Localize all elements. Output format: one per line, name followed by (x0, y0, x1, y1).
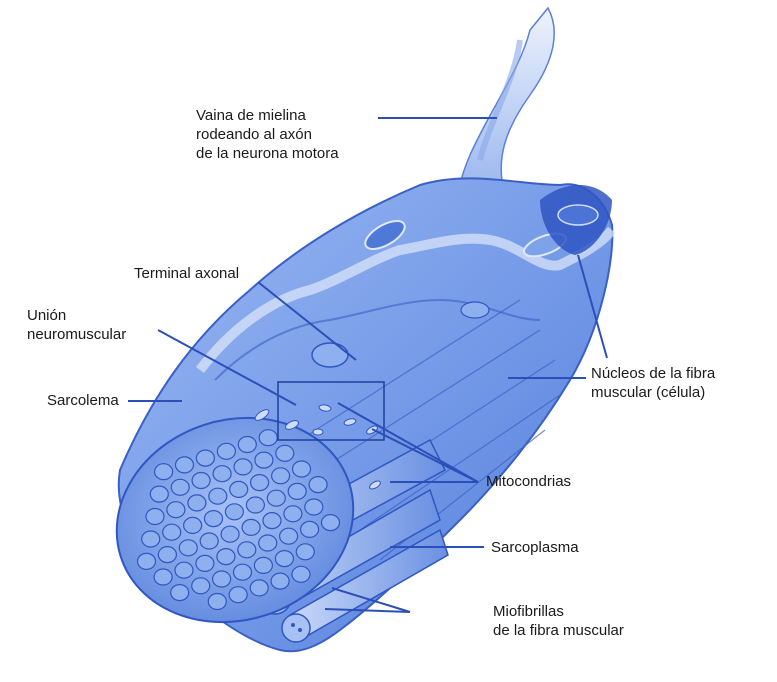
label-sarcolema: Sarcolema (47, 391, 119, 410)
myofibril-section (200, 533, 218, 549)
label-line: Núcleos de la fibra (591, 364, 715, 383)
myofibril-section (230, 481, 248, 497)
myofibril-section (280, 528, 298, 544)
myofibril-section (138, 553, 156, 569)
myofibril-section (217, 443, 235, 459)
myofibril-section (213, 571, 231, 587)
myofibril-section (150, 486, 168, 502)
myofibril-section (213, 466, 231, 482)
myofibril-section (271, 573, 289, 589)
myofibril-section (305, 499, 323, 515)
myofibril-section (275, 551, 293, 567)
myofibril-section (209, 488, 227, 504)
myofibril-section (234, 564, 252, 580)
label-line: Miofibrillas (493, 602, 624, 621)
myofibril-section (246, 497, 264, 513)
myofibril-section (263, 513, 281, 529)
label-vaina-de-mielina: Vaina de mielina rodeando al axón de la … (196, 106, 339, 163)
myofibril-section (242, 519, 260, 535)
myofibril-section (267, 490, 285, 506)
myofibril-section (175, 562, 193, 578)
myofibril-section (146, 509, 164, 525)
myofibril-section (221, 526, 239, 542)
myofibril-section (158, 547, 176, 563)
myofibril-section (288, 483, 306, 499)
label-line: Vaina de mielina (196, 106, 339, 125)
myofibril-section (217, 549, 235, 565)
myofibril-section (292, 566, 310, 582)
myofibril-section (301, 521, 319, 537)
myofibril-section (259, 535, 277, 551)
label-mitocondrias: Mitocondrias (486, 472, 571, 491)
myofibril-section (192, 473, 210, 489)
nucleus (558, 205, 598, 225)
myofibril-section (208, 594, 226, 610)
myofibril-section (238, 542, 256, 558)
label-union-neuromuscular: Unión neuromuscular (27, 306, 126, 344)
myofibril-section (250, 580, 268, 596)
myofibril-section (254, 557, 272, 573)
label-line: Unión (27, 306, 126, 325)
label-miofibrillas: Miofibrillas de la fibra muscular (493, 602, 624, 640)
myofibril-section (196, 450, 214, 466)
myofibril-section (179, 540, 197, 556)
myofibril-section (176, 457, 194, 473)
label-line: rodeando al axón (196, 125, 339, 144)
myofibril-section (155, 464, 173, 480)
label-sarcoplasma: Sarcoplasma (491, 538, 579, 557)
label-nucleos: Núcleos de la fibra muscular (célula) (591, 364, 715, 402)
myofibril-section (188, 495, 206, 511)
myofibril-section (154, 569, 172, 585)
myofibril-section (309, 477, 327, 493)
label-line: muscular (célula) (591, 383, 715, 402)
myofibril-section (142, 531, 160, 547)
myofibril-section (171, 479, 189, 495)
myofibril-section (163, 524, 181, 540)
myofibril-section (225, 504, 243, 520)
myofibril-section (184, 517, 202, 533)
myofibril-section (276, 445, 294, 461)
myofibril-section (284, 506, 302, 522)
myofibril-section (238, 437, 256, 453)
myofibril-section (167, 502, 185, 518)
myofibril-section (272, 468, 290, 484)
myofibril-section (196, 555, 214, 571)
myofibril-section (251, 475, 269, 491)
myofibril-section (234, 459, 252, 475)
myofibril-section (205, 511, 223, 527)
myofibril-section (259, 430, 277, 446)
myofibril-section (296, 544, 314, 560)
myofibril-section (322, 515, 340, 531)
myofibril-section (192, 578, 210, 594)
myofibril-section (171, 585, 189, 601)
label-line: de la fibra muscular (493, 621, 624, 640)
label-line: de la neurona motora (196, 144, 339, 163)
myofibril-section (229, 587, 247, 603)
label-terminal-axonal: Terminal axonal (134, 264, 239, 283)
label-line: neuromuscular (27, 325, 126, 344)
myofibril-section (255, 452, 273, 468)
myofibril-section (293, 461, 311, 477)
